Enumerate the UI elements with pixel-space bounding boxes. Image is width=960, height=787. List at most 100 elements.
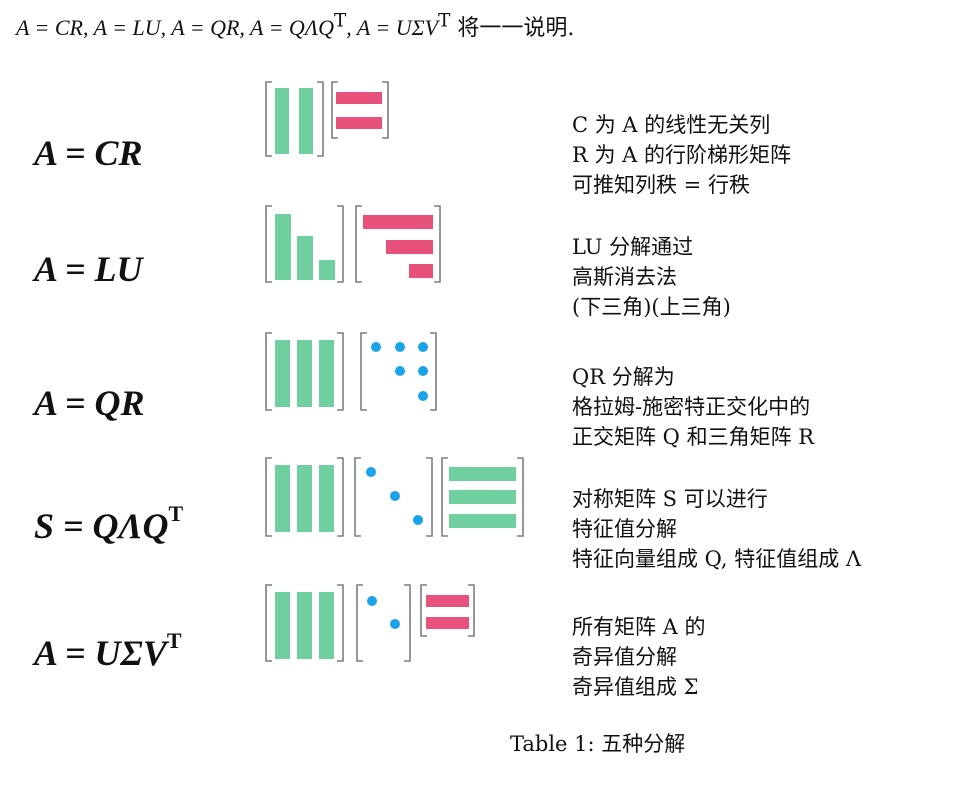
equation-cr: A = CR [34, 132, 143, 174]
equation-lu: A = LU [34, 248, 143, 290]
right-bracket [337, 584, 344, 662]
description-lu: LU 分解通过 高斯消去法 (下三角)(上三角) [572, 232, 731, 322]
intro-sup: T [333, 10, 347, 32]
equation-cr-text: A = CR [34, 133, 143, 173]
column-bar [275, 88, 289, 154]
matrix-dot [366, 467, 376, 477]
column-bar [319, 465, 334, 532]
column-bar [275, 592, 290, 659]
intro-tail-text: 将一一说明. [450, 16, 575, 41]
column-bar [319, 340, 334, 407]
table-caption: Table 1: 五种分解 [510, 732, 686, 756]
right-bracket [337, 457, 344, 537]
left-bracket [265, 457, 272, 537]
right-bracket [517, 457, 524, 537]
description-line: 高斯消去法 [572, 265, 677, 289]
matrix-dot [418, 366, 428, 376]
description-line: C 为 A 的线性无关列 [572, 113, 771, 137]
intro-tail-formula: , A = UΣV [346, 15, 439, 40]
right-bracket [337, 332, 344, 411]
equation-eig-text: S = QΛQ [34, 506, 169, 546]
column-bar [275, 465, 290, 532]
matrix-diagram-qr [265, 332, 437, 411]
left-bracket [360, 332, 367, 411]
matrix-dot [390, 619, 400, 629]
description-line: 格拉姆-施密特正交化中的 [572, 395, 811, 419]
row-bar [449, 514, 516, 528]
matrix-diagram-cr [265, 81, 389, 157]
equation-svd: A = UΣVT [34, 628, 182, 674]
right-bracket [430, 332, 437, 411]
right-bracket [382, 81, 389, 139]
description-eig: 对称矩阵 S 可以进行 特征值分解 特征向量组成 Q, 特征值组成 Λ [572, 484, 861, 574]
description-qr: QR 分解为 格拉姆-施密特正交化中的 正交矩阵 Q 和三角矩阵 R [572, 362, 814, 452]
description-line: R 为 A 的行阶梯形矩阵 [572, 143, 792, 167]
row-bar [363, 215, 433, 229]
description-line: (下三角)(上三角) [572, 295, 731, 319]
matrix-dot [418, 391, 428, 401]
description-line: 奇异值组成 Σ [572, 675, 699, 699]
description-line: 特征向量组成 Q, 特征值组成 Λ [572, 547, 862, 571]
left-bracket [331, 81, 338, 139]
matrix-dot [418, 342, 428, 352]
column-bar [299, 88, 313, 154]
description-line: 可推知列秩 = 行秩 [572, 173, 750, 197]
right-bracket [426, 457, 433, 537]
matrix-diagram-lu [265, 205, 441, 283]
right-bracket [317, 81, 324, 157]
description-line: QR 分解为 [572, 365, 675, 389]
description-line: 奇异值分解 [572, 645, 677, 669]
left-bracket [265, 332, 272, 411]
column-bar [319, 592, 334, 659]
column-bar [297, 236, 313, 280]
equation-eig: S = QΛQT [34, 501, 183, 547]
equation-qr-text: A = QR [34, 383, 145, 423]
row-bar [449, 490, 516, 504]
left-bracket [354, 457, 361, 537]
left-bracket [355, 205, 362, 283]
column-bar [297, 340, 312, 407]
matrix-dot [413, 515, 423, 525]
description-cr: C 为 A 的线性无关列 R 为 A 的行阶梯形矩阵 可推知列秩 = 行秩 [572, 110, 791, 200]
column-bar [297, 592, 312, 659]
left-bracket [265, 584, 272, 662]
row-bar [386, 240, 433, 254]
intro-sup2: T [438, 10, 451, 32]
right-bracket [404, 584, 411, 662]
matrix-diagram-svd [265, 584, 475, 662]
right-bracket [468, 584, 475, 637]
row-bar [336, 117, 382, 129]
column-bar [297, 465, 312, 532]
row-bar [409, 264, 433, 278]
right-bracket [434, 205, 441, 283]
description-line: 正交矩阵 Q 和三角矩阵 R [572, 425, 815, 449]
matrix-dot [367, 596, 377, 606]
intro-line: A = CR, A = LU, A = QR, A = QΛQT, A = UΣ… [16, 10, 574, 42]
equation-lu-text: A = LU [34, 249, 143, 289]
left-bracket [420, 584, 427, 637]
left-bracket [265, 81, 272, 157]
matrix-dot [371, 342, 381, 352]
row-bar [449, 467, 516, 481]
equation-eig-sup: T [168, 501, 184, 526]
equation-qr: A = QR [34, 382, 145, 424]
intro-formulas: A = CR, A = LU, A = QR, A = QΛQ [16, 15, 334, 40]
row-bar [336, 92, 382, 104]
column-bar [275, 340, 290, 407]
left-bracket [265, 205, 272, 283]
description-line: 对称矩阵 S 可以进行 [572, 487, 768, 511]
row-bar [426, 595, 469, 607]
equation-svd-text: A = UΣV [34, 633, 167, 673]
description-line: 所有矩阵 A 的 [572, 615, 706, 639]
matrix-diagram-eig [265, 457, 524, 537]
left-bracket [441, 457, 448, 537]
description-line: 特征值分解 [572, 517, 677, 541]
left-bracket [356, 584, 363, 662]
matrix-dot [390, 491, 400, 501]
matrix-dot [395, 342, 405, 352]
description-line: LU 分解通过 [572, 235, 694, 259]
right-bracket [337, 205, 344, 283]
column-bar [275, 214, 291, 280]
column-bar [319, 260, 335, 280]
